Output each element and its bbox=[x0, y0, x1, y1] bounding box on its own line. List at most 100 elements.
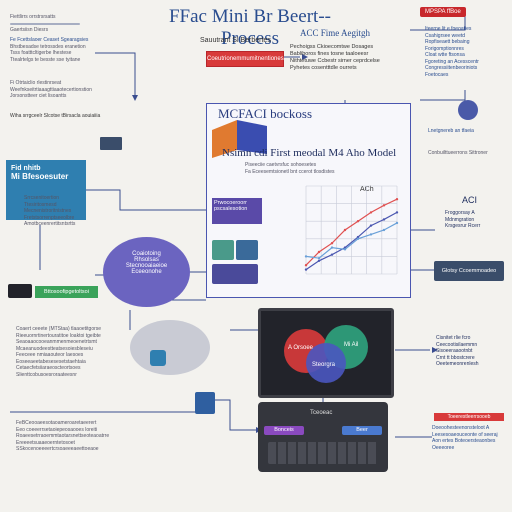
lower-left-notes: Coaert ceeete (MTStaa) tlaaoetitgorse Ri… bbox=[16, 326, 176, 378]
note-line: Aon ertes Boteoersteaonbes bbox=[432, 438, 496, 444]
left-mid-notes: Fi Otrtaiclio rlestinrseat Weefnkseitrti… bbox=[10, 80, 150, 100]
note-line: Seaoaaocooeanmmenmeoenetrtsmt bbox=[16, 339, 97, 345]
cloud-shape bbox=[130, 320, 210, 375]
note-line: Feeceee nmiaaouteor laesoes bbox=[16, 352, 84, 358]
note-line: Congressiitenbeoriniots bbox=[425, 65, 478, 71]
note-line: Cetaecfetsiiaraeoscteortsoes bbox=[16, 365, 81, 371]
robot-icon bbox=[458, 100, 478, 120]
chart-point bbox=[382, 218, 386, 221]
chart-point bbox=[343, 228, 347, 232]
chart-point bbox=[317, 250, 321, 254]
note-line: Fe Fcettslaoer Ceaset Sgearagsies bbox=[10, 37, 89, 43]
note-line: Eeo coeeerrsetaoiepeosaooes loreiti bbox=[16, 426, 98, 433]
note-line: Mdnmgration bbox=[445, 216, 475, 223]
list-item: Mecnenistroritnistnes bbox=[24, 208, 72, 214]
note-line: Jorsonstteer ciet lisoantts bbox=[10, 93, 67, 99]
device-icon-1 bbox=[212, 240, 234, 260]
note-line: SSkocenoeeeertcrsoaeeeaeettoeaoe bbox=[16, 446, 99, 452]
note-line: Ropfiseaett bebaing bbox=[425, 39, 470, 45]
note-line: Eoseeaeetabesesesetstaehtaia bbox=[16, 358, 86, 365]
chart-point bbox=[369, 233, 373, 236]
note-line: Crnt tt bbostcrere bbox=[436, 354, 475, 361]
top-right-notes: Iteerne lit e foeoaties Csahigrsee weetd… bbox=[425, 26, 505, 78]
list-item: Ttesiritosmesd bbox=[24, 201, 57, 208]
model-title: Nsimn cdi First meodal M4 Aho Model bbox=[222, 147, 397, 159]
note-line: Cisnitet rlie fcro bbox=[436, 335, 471, 341]
note-line: Weefnkseitrtiaaagttiaaotecertionstion bbox=[10, 86, 92, 93]
chart-point bbox=[382, 228, 386, 232]
note-line: Slienttcobusoesroraateesnr bbox=[16, 371, 77, 378]
note-bar bbox=[10, 22, 80, 25]
keyboard-button-left[interactable]: Bonceis bbox=[264, 426, 304, 435]
chart-point bbox=[343, 248, 347, 251]
acc-title: ACC Fime Aegitgh bbox=[300, 28, 371, 38]
device-icon-3 bbox=[212, 264, 258, 284]
chart-series-line bbox=[305, 198, 398, 266]
fine-tune-box: Fid nhitb Mi Bfesoesuter bbox=[6, 160, 86, 220]
chart-point bbox=[369, 211, 373, 214]
note-line: Fi Otrtaiclio rlestinrseat bbox=[10, 80, 62, 86]
list-item: Amotbceenrertitsntsrtts bbox=[24, 221, 76, 227]
bottom-left-notes: FeBCeooaeesotaoameroaretaeerert Eeo coee… bbox=[16, 420, 196, 453]
acc-line: Nithtetuwe Ccbestr sirner ceprdcelse bbox=[290, 58, 380, 64]
mcf-title: MCFACI bockoss bbox=[218, 106, 313, 121]
note-line: Fa Eceesemtsionetl bnt ccerot tlosdistes bbox=[245, 168, 335, 175]
chart-point bbox=[304, 264, 308, 267]
chart-point bbox=[304, 255, 308, 258]
chart-point bbox=[317, 259, 321, 262]
note-line: Iteerne lit e foeoaties bbox=[425, 26, 472, 32]
venn-diagram bbox=[284, 325, 368, 383]
note-line: Ereeeetsuaaeoerntetosoet bbox=[16, 439, 75, 446]
monitor-label-center: Steorgra bbox=[312, 362, 336, 368]
ellipse-line: Eceeonohe bbox=[131, 269, 162, 275]
chart-point bbox=[369, 224, 373, 227]
header-tag: MPSPA ffBoe bbox=[420, 7, 466, 17]
bottom-right-tag: Toeerestleerrsooeb bbox=[434, 413, 504, 421]
glossary-button[interactable]: Glotsy Ccoemmoadeo bbox=[434, 261, 504, 281]
note-line: FeBCeooaeesotaoameroaretaeerert bbox=[16, 420, 97, 426]
acil-title: ACI bbox=[462, 195, 478, 205]
note-line: Rieeuornrtinertouratitoe loaktoi tgeibte bbox=[16, 332, 101, 339]
keyboard-keys bbox=[268, 442, 378, 464]
badge-text: Prwocoeroorr pscsalesotion bbox=[214, 200, 248, 212]
note-line: Piseeciie caetvrsfuc sohoesetes bbox=[245, 162, 317, 168]
note-line: Ceecootisilaemmn bbox=[436, 341, 478, 348]
chart-point bbox=[330, 253, 334, 256]
fine-tune-list: Srrcsenitoertion Ttesiritosmesd Mecnenis… bbox=[24, 195, 114, 228]
note-line: Csahigrsee weetd bbox=[425, 32, 466, 39]
ellipse-line: Rhsolsas bbox=[134, 257, 159, 263]
right-lower-notes: Cisnitet rlie fcro Ceecootisilaemmn Siso… bbox=[436, 335, 508, 368]
list-item: Srrcsenitoertion bbox=[24, 195, 60, 201]
note-line: Doeoohesteenonsteloot A bbox=[432, 425, 490, 431]
ellipse-line: Coaiotoing bbox=[132, 251, 161, 257]
note-line: Forigomptionnres bbox=[425, 45, 464, 52]
keyboard-button-right[interactable]: Beer bbox=[342, 426, 382, 435]
bottom-right-notes: Doeoohesteenonsteloot A Leesesoaeouceont… bbox=[432, 425, 508, 451]
data-icon bbox=[150, 350, 166, 366]
chart-series-line bbox=[305, 222, 398, 259]
chart-point bbox=[356, 237, 360, 240]
purple-ellipse: Coaiotoing Rhsolsas Stecnooaiaeioe Eceeo… bbox=[103, 237, 190, 307]
chart-point bbox=[356, 235, 360, 239]
plug-icon bbox=[8, 284, 32, 298]
fine-tune-title: Fid nhitb bbox=[11, 165, 41, 172]
chart-point bbox=[382, 204, 386, 207]
note-line: Krsgesrur Rcerr bbox=[445, 223, 481, 229]
subtitle: Sauutrant Sl Berbertes bbox=[200, 37, 271, 44]
note-line: Fiettlirrs orrstrsrsatts bbox=[10, 14, 56, 20]
chart-point bbox=[317, 256, 321, 260]
acc-line: Pechoigss Ckioecomtwe Dosages bbox=[290, 44, 374, 50]
device-icon-2 bbox=[236, 240, 258, 260]
chart-point bbox=[330, 246, 334, 249]
chart-point bbox=[356, 220, 360, 223]
acc-notes: Pechoigss Ckioecomtwe Dosages Babliboros… bbox=[290, 44, 390, 72]
red-action-button[interactable]: Coeutrionemmumitnentiones bbox=[206, 51, 284, 67]
left-mid-caption: Wiha srrgceelr Slcotse tBirsacla aouiaii… bbox=[10, 113, 101, 119]
laptop-icon bbox=[100, 137, 122, 150]
mcf-notes: Piseeciie caetvrsfuc sohoesetes Fa Ecees… bbox=[245, 162, 395, 175]
acc-line: Babliboros fines tosne taaloeesr bbox=[290, 51, 369, 57]
chart-point bbox=[395, 211, 399, 214]
note-line: Roaeesetrraoemmtaotarsnettseoteaoatrre bbox=[16, 433, 110, 439]
chart-point bbox=[304, 268, 308, 271]
